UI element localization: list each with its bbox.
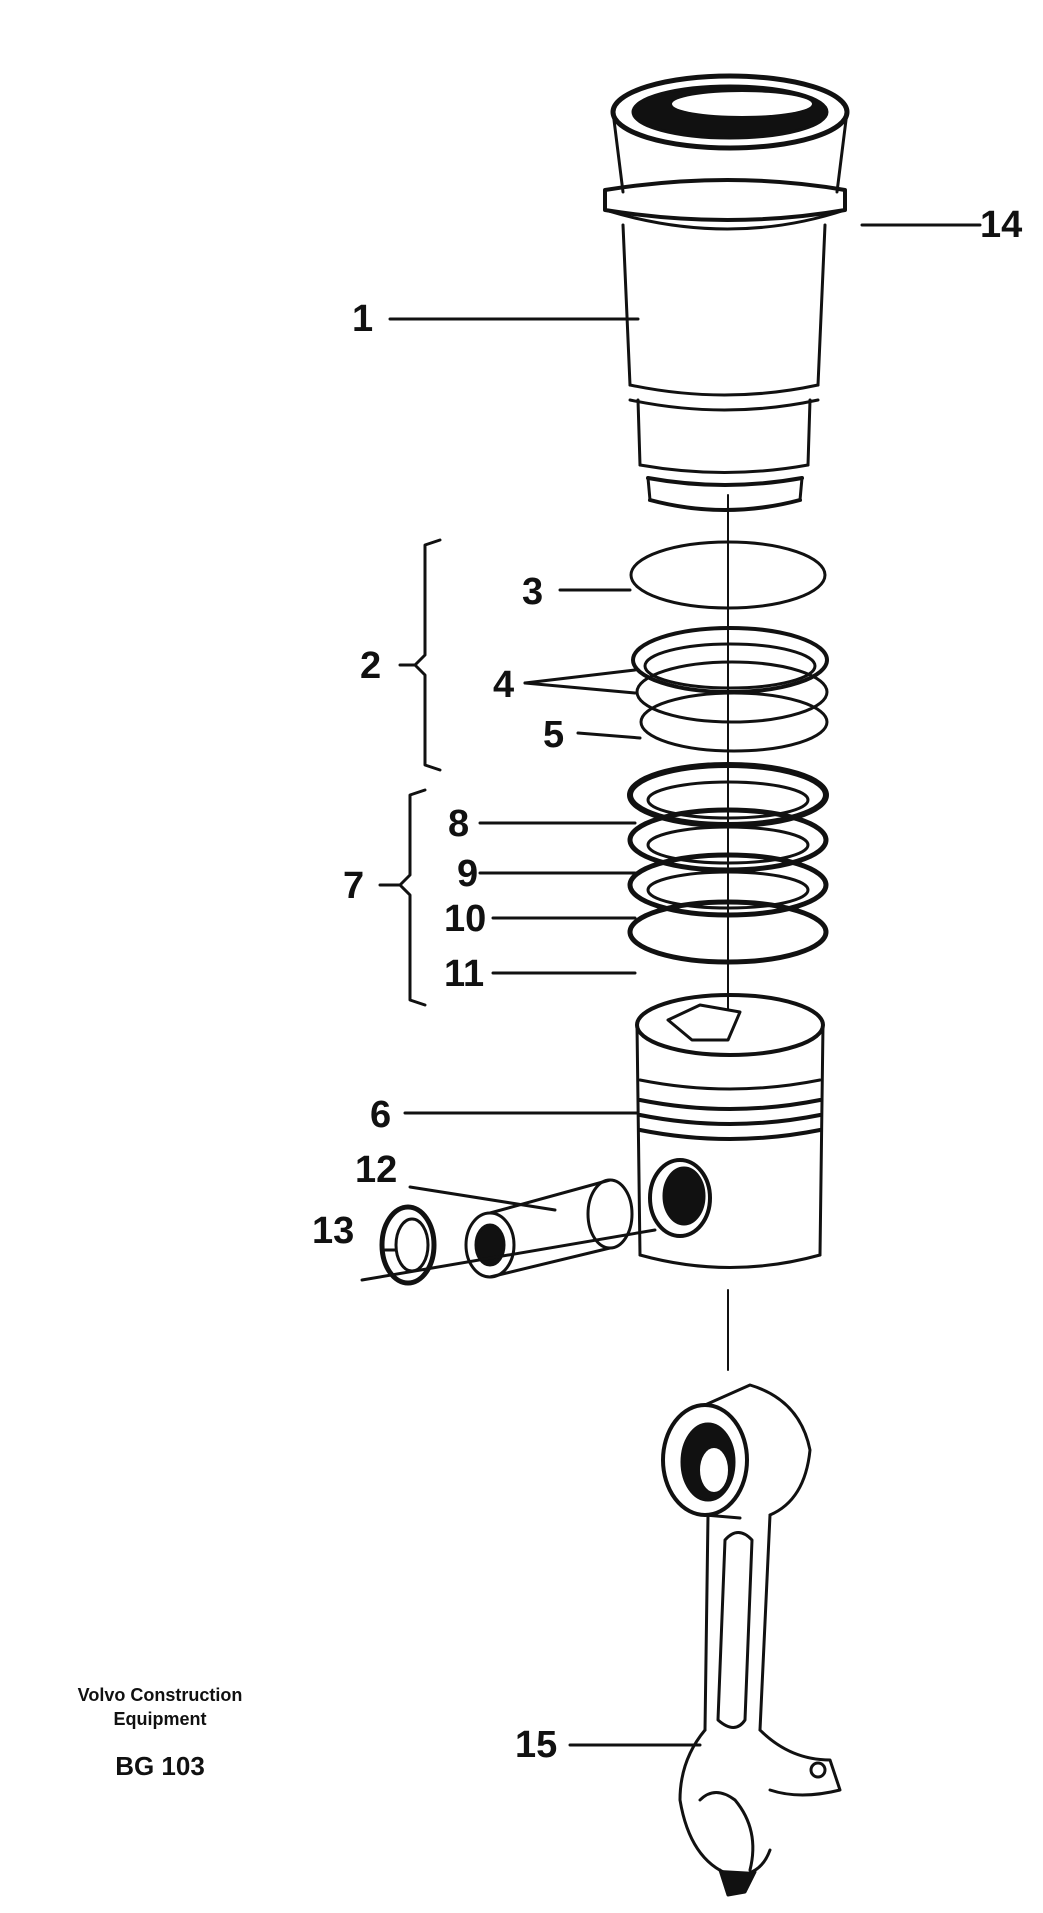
seal-ring <box>629 540 827 610</box>
callout-10: 10 <box>444 898 486 940</box>
callout-15: 15 <box>515 1724 557 1766</box>
callout-6: 6 <box>370 1094 391 1136</box>
connecting-rod <box>661 1383 842 1897</box>
callout-13: 13 <box>312 1210 354 1252</box>
callout-12: 12 <box>355 1149 397 1191</box>
callout-2: 2 <box>360 645 381 687</box>
liner-seal-rings <box>631 626 829 753</box>
bracket-group-7 <box>398 788 427 1007</box>
callout-3: 3 <box>522 571 543 613</box>
piston-pin <box>464 1178 634 1279</box>
callout-14: 14 <box>980 204 1022 246</box>
callout-labels: 1 2 3 4 5 6 7 8 9 10 11 12 13 14 15 <box>312 204 1022 1766</box>
diagram-code: BG 103 <box>115 1751 205 1781</box>
piston-ring-set <box>627 762 829 965</box>
callout-4: 4 <box>493 664 514 706</box>
callout-5: 5 <box>543 714 564 756</box>
publisher-caption: Volvo Construction Equipment BG 103 <box>40 1683 280 1782</box>
cylinder-liner <box>603 73 850 512</box>
piston <box>635 993 825 1269</box>
callout-1: 1 <box>352 298 373 340</box>
bracket-group-2 <box>413 538 442 772</box>
callout-11: 11 <box>444 953 484 995</box>
caption-line-2: Equipment <box>113 1709 207 1729</box>
leader-lines <box>360 223 982 1747</box>
caption-line-1: Volvo Construction <box>77 1685 243 1705</box>
callout-7: 7 <box>343 865 364 907</box>
callout-8: 8 <box>448 803 469 845</box>
callout-9: 9 <box>457 853 478 895</box>
